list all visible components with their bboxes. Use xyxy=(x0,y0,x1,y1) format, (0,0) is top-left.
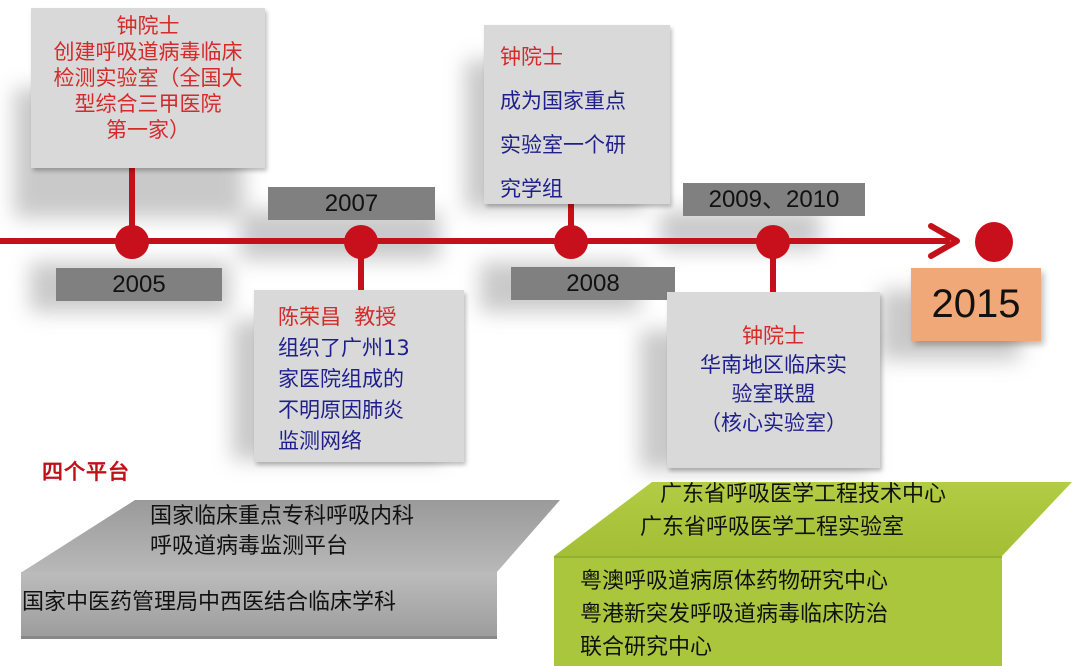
timeline-node-2009-2010 xyxy=(756,225,790,259)
gray-block-top-line: 国家临床重点专科呼吸内科 xyxy=(150,504,415,529)
event-text-line: 组织了广州13 xyxy=(278,336,410,360)
event-person: 钟院士 xyxy=(116,14,180,38)
timeline-axis xyxy=(0,238,950,244)
green-block-front-line: 粤港新突发呼吸道病毒临床防治 xyxy=(580,602,889,627)
timeline-node-2007 xyxy=(344,225,378,259)
event-text-line: 不明原因肺炎 xyxy=(278,398,404,422)
event-card-2008: 钟院士 成为国家重点 实验室一个研 究学组 xyxy=(484,25,670,204)
event-text-line: 创建呼吸道病毒临床 xyxy=(53,40,243,64)
event-text-line: （核心实验室） xyxy=(700,411,847,435)
timeline-stem xyxy=(568,204,574,240)
event-card-2005: 钟院士 创建呼吸道病毒临床 检测实验室（全国大 型综合三甲医院 第一家） xyxy=(31,8,265,168)
timeline-node-2005 xyxy=(115,225,149,259)
gray-platform-block xyxy=(21,500,560,639)
gray-block-top-line: 呼吸道病毒监测平台 xyxy=(150,534,349,559)
decorative-shadow xyxy=(660,210,820,250)
green-block-front-line: 粤澳呼吸道病原体药物研究中心 xyxy=(580,569,889,594)
green-block-top-line: 广东省呼吸医学工程技术中心 xyxy=(660,482,947,507)
event-text-line: 第一家） xyxy=(106,118,190,142)
event-text-line: 监测网络 xyxy=(278,429,362,453)
green-block-front-line: 联合研究中心 xyxy=(580,635,713,660)
year-label-2008: 2008 xyxy=(511,267,675,300)
timeline-node-2015 xyxy=(975,222,1013,262)
green-platform-block xyxy=(554,482,1072,666)
event-person: 钟院士 xyxy=(500,45,563,69)
event-text-line: 型综合三甲医院 xyxy=(74,92,222,116)
timeline-stem xyxy=(770,244,776,292)
year-label-2005: 2005 xyxy=(56,268,222,301)
event-card-2009-2010: 钟院士 华南地区临床实 验室联盟 （核心实验室） xyxy=(667,292,880,468)
event-text-line: 验室联盟 xyxy=(731,382,816,406)
year-label-2009-2010: 2009、2010 xyxy=(683,183,865,216)
event-card-2007: 陈荣昌 教授 组织了广州13 家医院组成的 不明原因肺炎 监测网络 xyxy=(254,290,464,462)
year-label-2015: 2015 xyxy=(911,268,1041,341)
timeline-stem xyxy=(358,244,364,292)
timeline-stem xyxy=(129,168,135,240)
event-person: 陈荣昌 教授 xyxy=(278,305,397,329)
event-text-line: 检测实验室（全国大 xyxy=(53,66,243,90)
platforms-title: 四个平台 xyxy=(42,460,130,484)
event-text-line: 究学组 xyxy=(500,177,563,201)
green-block-top-line: 广东省呼吸医学工程实验室 xyxy=(640,515,905,540)
arrow-head-icon xyxy=(928,223,960,259)
event-text-line: 实验室一个研 xyxy=(500,133,626,157)
event-text-line: 华南地区临床实 xyxy=(700,353,847,377)
timeline-node-2008 xyxy=(554,225,588,259)
year-label-2007: 2007 xyxy=(268,187,435,220)
event-person: 钟院士 xyxy=(742,324,805,348)
event-text-line: 家医院组成的 xyxy=(278,367,404,391)
gray-block-front-line: 国家中医药管理局中西医结合临床学科 xyxy=(22,590,397,615)
event-text-line: 成为国家重点 xyxy=(500,89,626,113)
